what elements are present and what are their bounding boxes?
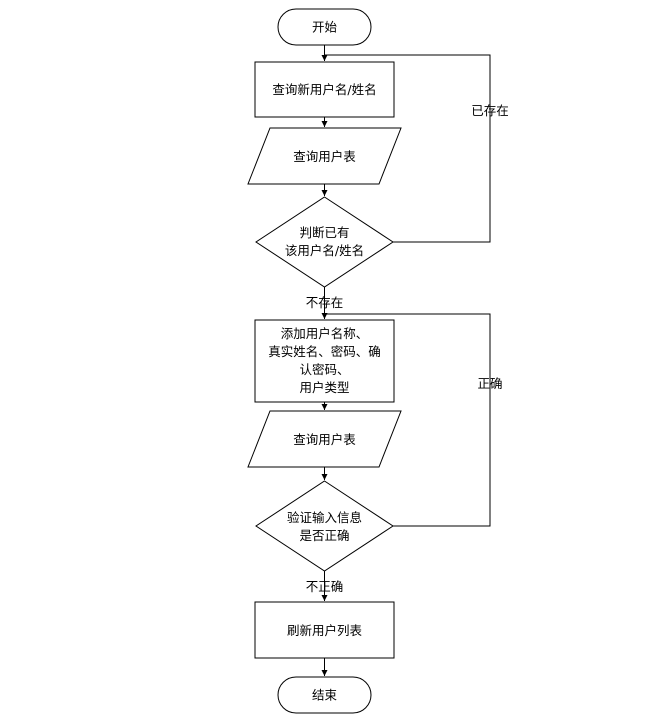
add-user-node: 添加用户名称、 真实姓名、密码、确 认密码、 用户类型 bbox=[254, 319, 395, 403]
start-node: 开始 bbox=[277, 8, 372, 46]
query-user-table-1-label: 查询用户表 bbox=[293, 149, 356, 164]
end-label: 结束 bbox=[312, 688, 338, 703]
end-node: 结束 bbox=[277, 676, 372, 714]
add-user-label-line4: 用户类型 bbox=[299, 380, 349, 395]
add-user-label-line2: 真实姓名、密码、确 bbox=[268, 344, 381, 359]
validate-label-line2: 是否正确 bbox=[299, 528, 349, 543]
add-user-label-line3: 认密码、 bbox=[299, 362, 349, 377]
refresh-list-node: 刷新用户列表 bbox=[254, 601, 395, 659]
query-new-user-label: 查询新用户名/姓名 bbox=[272, 82, 376, 97]
start-label: 开始 bbox=[312, 20, 338, 35]
edge-label-correct: 正确 bbox=[477, 376, 502, 391]
check-exists-decision: 判断已有 该用户名/姓名 bbox=[255, 196, 394, 288]
validate-label-line1: 验证输入信息 bbox=[287, 510, 362, 525]
edge-label-exists: 已存在 bbox=[471, 103, 509, 118]
refresh-list-label: 刷新用户列表 bbox=[287, 623, 363, 638]
query-new-user-node: 查询新用户名/姓名 bbox=[254, 61, 395, 118]
validate-decision: 验证输入信息 是否正确 bbox=[255, 480, 394, 572]
edge-label-not-exists: 不存在 bbox=[306, 295, 344, 310]
edge-exists-loop bbox=[324, 54, 491, 243]
edge-correct-loop bbox=[324, 313, 491, 527]
check-exists-label-line1: 判断已有 bbox=[299, 225, 349, 240]
edge-label-incorrect: 不正确 bbox=[306, 579, 344, 594]
query-user-table-1-node: 查询用户表 bbox=[247, 127, 402, 185]
query-user-table-2-node: 查询用户表 bbox=[247, 410, 402, 468]
add-user-label-line1: 添加用户名称、 bbox=[281, 326, 369, 341]
query-user-table-2-label: 查询用户表 bbox=[293, 432, 356, 447]
check-exists-label-line2: 该用户名/姓名 bbox=[285, 243, 364, 258]
